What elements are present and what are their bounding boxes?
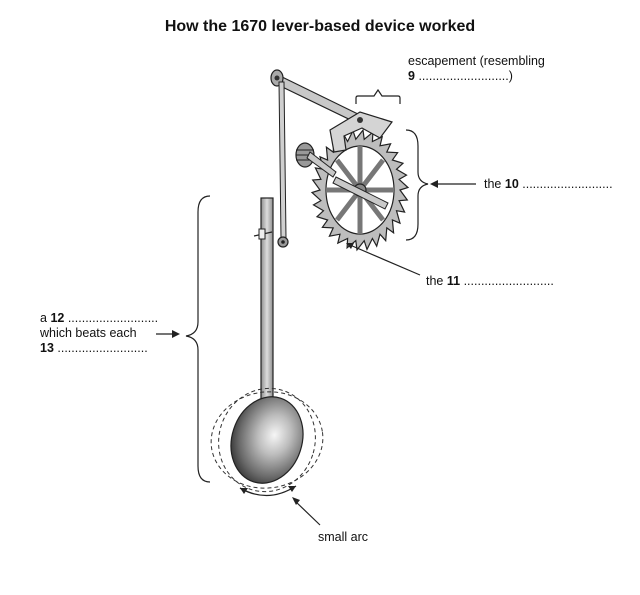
q12-arrow	[156, 330, 180, 338]
q10-blank: ..........................	[522, 177, 613, 191]
q11-label: the 11 ..........................	[426, 274, 554, 288]
wheel-axle	[332, 176, 389, 210]
wheel-brace	[405, 129, 429, 241]
escapement-label: escapement (resembling 9 ...............…	[408, 54, 545, 83]
pendulum-rod	[253, 197, 274, 411]
pendulum-brace	[185, 195, 211, 483]
which-beats-text: which beats each	[40, 326, 137, 340]
q9-blank: ..........................)	[418, 69, 513, 83]
crutch-rod	[277, 81, 289, 248]
q12-13-label: a 12 .......................... which be…	[40, 311, 159, 355]
escapement-brace	[355, 88, 401, 104]
q11-blank: ..........................	[463, 274, 554, 288]
q11-leader	[346, 243, 421, 276]
q11-number: 11	[446, 274, 461, 288]
q12-blank: ..........................	[67, 311, 159, 325]
q13-number: 13	[40, 341, 54, 355]
small-arc-leader	[292, 497, 321, 526]
q10-label: the 10 ..........................	[484, 177, 613, 191]
pendulum-bob	[210, 387, 324, 493]
q10-number: 10	[504, 177, 519, 191]
q12-number: 12	[50, 311, 65, 325]
q10-arrow	[430, 180, 476, 188]
pinion	[295, 142, 337, 178]
anchor-pallet	[329, 111, 393, 153]
small-arc-arrow	[239, 485, 297, 497]
small-arc-label: small arc	[318, 530, 369, 544]
q9-number: 9	[408, 69, 415, 83]
diagram-title: How the 1670 lever-based device worked	[164, 18, 476, 35]
q13-blank: ..........................	[57, 341, 148, 355]
